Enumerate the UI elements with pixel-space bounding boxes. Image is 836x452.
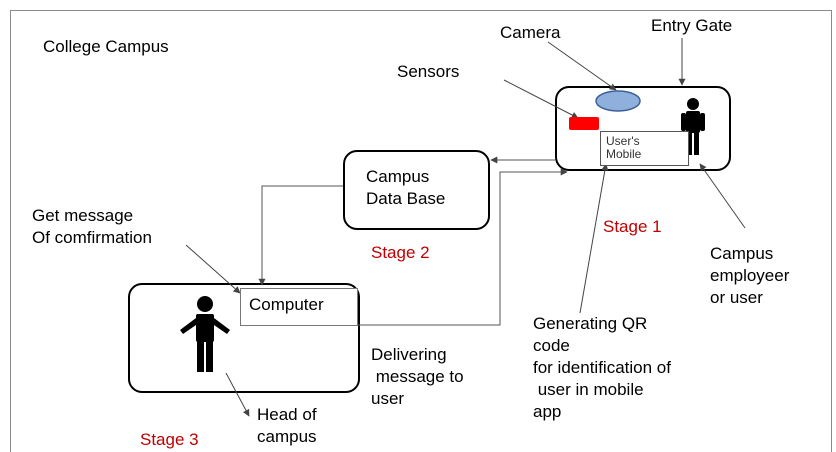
confirmation-pointer [185,244,241,294]
entry-gate-label: Entry Gate [651,16,733,35]
head-label-line2: campus [257,427,317,446]
sensors-label: Sensors [397,62,460,81]
head-label-line1: Head of [257,405,317,424]
sensors-pointer [503,79,579,119]
stage1-label: Stage 1 [603,217,662,236]
qr-label-line4: user in mobile [533,380,644,399]
stage2-label: Stage 2 [371,243,430,262]
camera-pointer [547,41,617,91]
qr-pointer [579,163,609,314]
employee-pointer [699,163,746,229]
qr-label-line1: Generating QR [533,314,648,333]
delivering-label-line1: Delivering [371,345,447,364]
mobile-label-line2: Mobile [606,147,642,161]
qr-label-line5: app [533,402,562,421]
computer-box: Computer [240,288,358,326]
stage3-label: Stage 3 [140,430,199,449]
delivering-label-line2: message to [371,367,464,386]
campus-user-person-icon [681,98,705,155]
database-label-line1: Campus [366,167,430,186]
head-pointer [225,372,250,417]
employee-label-line2: employeer [710,266,790,285]
database-label-line2: Data Base [366,189,446,208]
users-mobile-box: User's Mobile [600,131,689,166]
qr-label-line2: code [533,336,570,355]
camera-icon [595,90,641,112]
head-of-campus-person-icon [180,296,230,372]
campus-title: College Campus [43,37,169,56]
sensor-icon [569,117,599,130]
delivering-label-line3: user [371,389,405,408]
employee-label-line3: or user [710,288,763,307]
campus-database-box [343,150,490,230]
database-to-computer-arrow [258,185,343,286]
computer-to-gate-arrow [357,168,568,326]
campus-frame [10,10,832,452]
computer-label: Computer [249,295,324,314]
confirmation-label-line1: Get message [32,206,134,225]
mobile-label-line1: User's [606,134,640,148]
confirmation-label-line2: Of comfirmation [32,228,152,247]
camera-label: Camera [500,23,561,42]
employee-label-line1: Campus [710,244,774,263]
qr-label-line3: for identification of [533,358,671,377]
